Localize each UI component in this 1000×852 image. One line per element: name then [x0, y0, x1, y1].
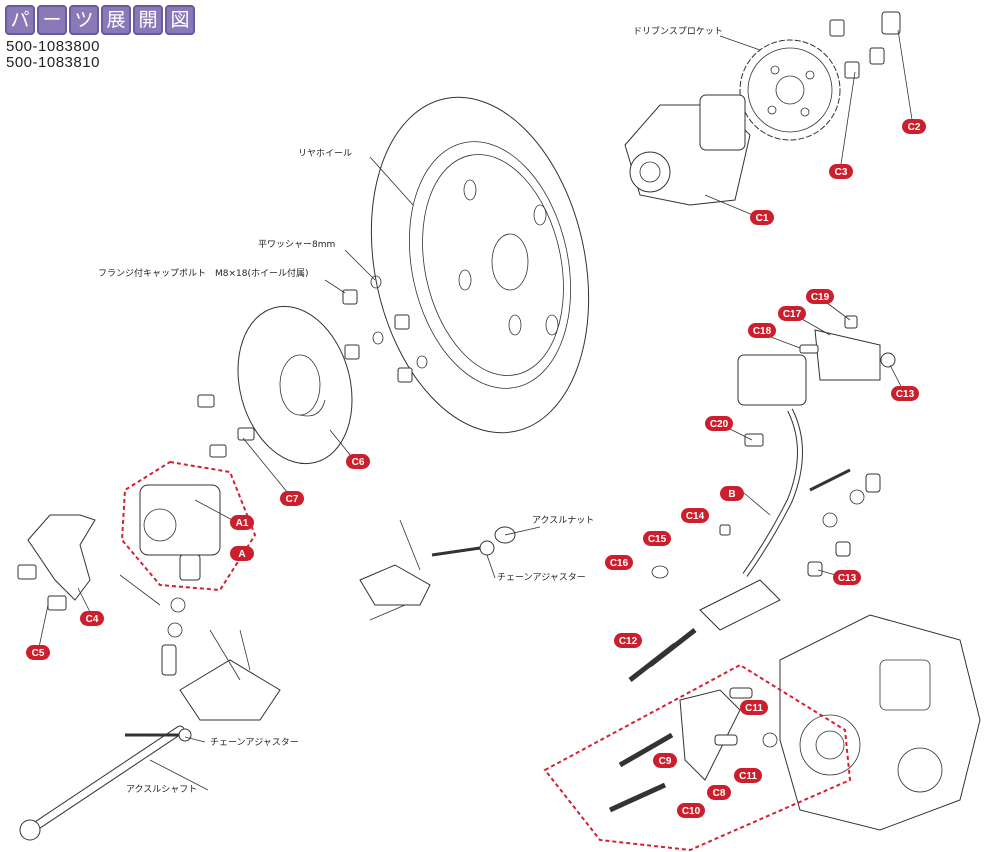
tag-c15: C15 — [643, 531, 671, 546]
tag-c7: C7 — [280, 491, 304, 506]
brake-disc — [237, 305, 353, 465]
tag-c3: C3 — [829, 164, 853, 179]
svg-text:C11: C11 — [739, 771, 757, 782]
sprocket-hub — [624, 94, 751, 206]
title-char: ー — [37, 5, 67, 35]
tag-a: A — [230, 546, 254, 561]
svg-text:C10: C10 — [682, 806, 701, 817]
title: パ ー ツ 展 開 図 — [5, 5, 195, 35]
svg-text:C4: C4 — [86, 614, 99, 625]
label-flat-washer: 平ワッシャー8mm — [258, 239, 335, 250]
tag-c4: C4 — [80, 611, 104, 626]
svg-text:C5: C5 — [32, 648, 45, 659]
driven-sprocket — [739, 39, 841, 141]
callout-tags: C2 C3 C1 C6 C7 A1 A C4 C5 C19 C17 C18 C1… — [26, 119, 926, 818]
long-bolts-c12 — [628, 628, 697, 682]
svg-text:C3: C3 — [835, 167, 848, 178]
caliper-bracket — [17, 514, 96, 611]
title-char: ツ — [69, 5, 99, 35]
label-flange-bolt: フランジ付キャップボルト M8×18(ホイール付属) — [98, 268, 309, 279]
title-char: 展 — [101, 5, 131, 35]
axle-shaft — [19, 725, 185, 841]
mounting-bracket — [608, 687, 778, 813]
tag-c20: C20 — [705, 416, 733, 431]
tag-c11-upper: C11 — [740, 700, 768, 715]
svg-text:C20: C20 — [710, 419, 729, 430]
svg-text:C1: C1 — [756, 213, 769, 224]
tag-c17: C17 — [778, 306, 806, 321]
engine — [779, 614, 981, 831]
label-rear-wheel: リヤホイール — [298, 148, 352, 159]
tag-c13-upper: C13 — [891, 386, 919, 401]
svg-text:B: B — [728, 489, 735, 500]
svg-text:C12: C12 — [619, 636, 638, 647]
tag-c18: C18 — [748, 323, 776, 338]
label-chain-adjuster-lower: チェーンアジャスター — [210, 737, 299, 748]
label-driven-sprocket: ドリブンスプロケット — [633, 25, 723, 37]
svg-text:C11: C11 — [745, 703, 763, 714]
brake-fitting — [119, 574, 186, 676]
tag-c14: C14 — [681, 508, 709, 523]
rear-wheel — [370, 96, 590, 434]
tag-c11-lower: C11 — [734, 768, 762, 783]
caliper-group-outline — [120, 460, 257, 592]
brake-pedal-assembly — [651, 468, 881, 631]
svg-text:C6: C6 — [352, 457, 365, 468]
label-axle-shaft: アクスルシャフト — [126, 784, 197, 795]
svg-text:C18: C18 — [753, 326, 772, 337]
svg-text:C14: C14 — [686, 511, 705, 522]
svg-text:C19: C19 — [811, 292, 830, 303]
tag-b: B — [720, 486, 744, 501]
svg-text:C2: C2 — [908, 122, 921, 133]
svg-text:C17: C17 — [783, 309, 802, 320]
tag-c5: C5 — [26, 645, 50, 660]
title-char: 開 — [133, 5, 163, 35]
svg-text:C7: C7 — [286, 494, 299, 505]
swing-arm-center — [359, 519, 516, 621]
tag-c16: C16 — [605, 555, 633, 570]
svg-text:C16: C16 — [610, 558, 629, 569]
label-axle-nut: アクスルナット — [532, 515, 594, 526]
svg-text:A1: A1 — [236, 518, 249, 529]
brake-caliper — [139, 484, 221, 581]
svg-text:C13: C13 — [838, 573, 857, 584]
sprocket-bolts — [829, 11, 901, 79]
chain-adjuster-lower — [125, 728, 192, 742]
svg-text:C13: C13 — [896, 389, 915, 400]
bracket-group-outline — [543, 663, 852, 852]
tag-c2: C2 — [902, 119, 926, 134]
tag-c13-lower: C13 — [833, 570, 861, 585]
wheel-bolts — [197, 275, 428, 458]
swing-arm-lower — [179, 629, 281, 721]
tag-c12: C12 — [614, 633, 642, 648]
svg-text:A: A — [238, 549, 245, 560]
title-char: 図 — [165, 5, 195, 35]
label-chain-adjuster-upper: チェーンアジャスター — [497, 572, 586, 583]
tag-c1: C1 — [750, 210, 774, 225]
tag-c6: C6 — [346, 454, 370, 469]
svg-text:C9: C9 — [659, 756, 672, 767]
tag-c19: C19 — [806, 289, 834, 304]
tag-c9: C9 — [653, 753, 677, 768]
svg-text:C15: C15 — [648, 534, 667, 545]
title-char: パ — [5, 5, 35, 35]
part-number-2: 500-1083810 — [6, 54, 100, 71]
master-cylinder — [737, 315, 896, 577]
svg-text:C8: C8 — [713, 788, 726, 799]
tag-a1: A1 — [230, 515, 254, 530]
part-number-1: 500-1083800 — [6, 38, 100, 55]
tag-c10: C10 — [677, 803, 705, 818]
tag-c8: C8 — [707, 785, 731, 800]
